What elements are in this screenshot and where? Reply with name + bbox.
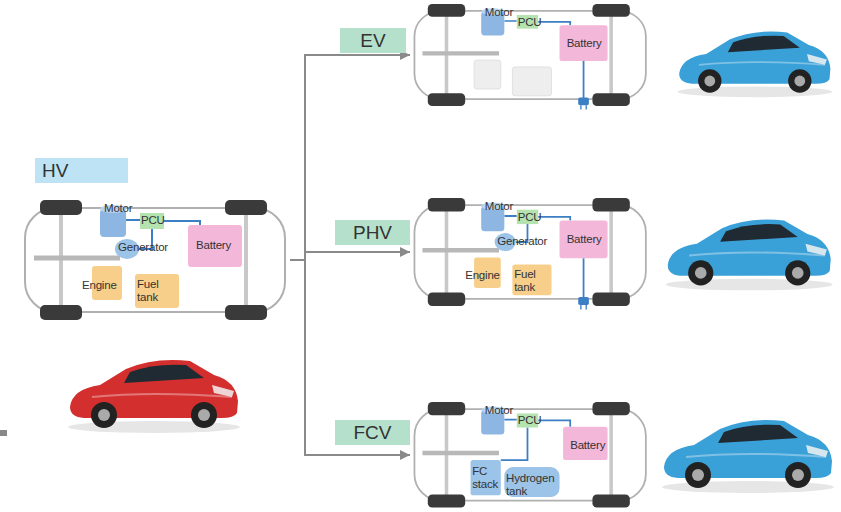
component-label: Motor [485, 6, 513, 19]
component-label: FC stack [472, 465, 504, 490]
vehicle-type-label: FCV [354, 423, 392, 442]
branch-arrow [290, 55, 410, 260]
component-label: Motor [485, 200, 513, 213]
component-label: PCU [518, 414, 542, 427]
component-label: Battery [570, 439, 605, 452]
vehicle-type-label: EV [360, 31, 385, 50]
component-label: Generator [497, 235, 547, 248]
vehicle-type-label: PHV [353, 223, 392, 242]
fcv-car-picture [662, 420, 834, 493]
ev-car-picture [677, 32, 832, 98]
component-label: Fuel tank [514, 268, 554, 293]
branch-arrow [290, 260, 410, 455]
powertrain-layout: MotorPCU Generator BatteryEngine Fuel tank [410, 198, 650, 306]
component-label: PCU [518, 211, 542, 224]
powertrain-layout: MotorPCU Battery FC stackHydrogen tank [410, 402, 650, 508]
component-label: Battery [567, 233, 602, 246]
component-label: Motor [485, 404, 513, 417]
fcv-powertrain-drawing [414, 402, 645, 508]
component-label: Battery [196, 239, 231, 252]
component-label: Fuel tank [137, 278, 177, 303]
component-label: PCU [141, 214, 165, 227]
hv-powertrain-drawing [25, 200, 285, 320]
component-label: Hydrogen tank [506, 472, 562, 497]
vehicle-type-tag: PHV [335, 220, 410, 245]
ev-powertrain-drawing [414, 4, 645, 109]
vehicle-type-label: HV [42, 161, 68, 180]
edge-mark [0, 430, 7, 436]
branch-arrow [290, 252, 410, 260]
component-label: Engine [465, 269, 500, 282]
powertrain-layout: MotorPCU Battery [410, 4, 650, 106]
vehicle-type-tag: EV [340, 28, 406, 53]
phv-car-picture [666, 220, 833, 291]
hv-car-picture [68, 360, 240, 433]
component-label: Battery [567, 37, 602, 50]
component-label: PCU [518, 16, 542, 29]
vehicle-type-tag: HV [35, 158, 128, 183]
component-label: Generator [118, 241, 168, 254]
phv-powertrain-drawing [414, 198, 645, 310]
powertrain-layout: MotorPCU Generator BatteryEngine Fuel tank [20, 200, 290, 320]
component-label: Motor [104, 202, 132, 215]
vehicle-type-tag: FCV [335, 420, 410, 445]
component-label: Engine [82, 279, 117, 292]
